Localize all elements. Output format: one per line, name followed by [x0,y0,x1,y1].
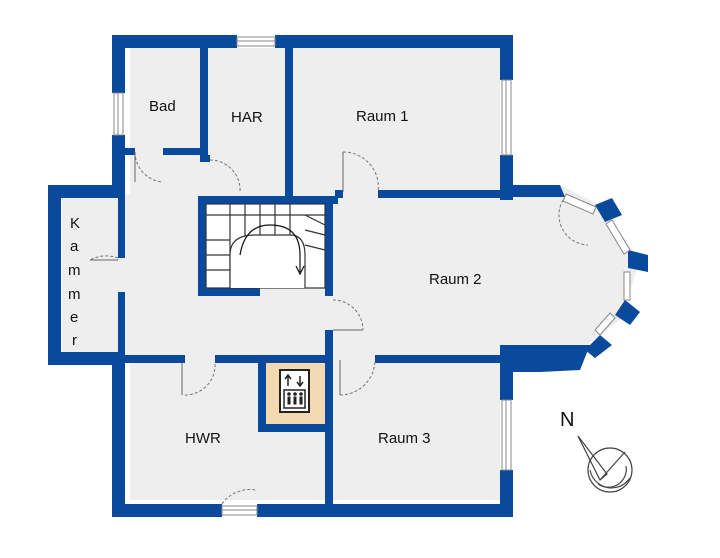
north-label: N [560,409,574,431]
windows [113,36,631,516]
window-bay-1 [562,193,597,215]
room-label-hwr: HWR [185,430,221,447]
floor-areas [62,48,640,500]
window-bay-3 [623,271,631,301]
room-label-har: HAR [231,109,263,126]
inner-walls [118,48,510,508]
room-label-kammer-5: e [70,309,78,326]
staircase [205,203,326,289]
room-label-kammer-1: K [70,215,80,232]
compass-icon [577,435,633,493]
outer-walls [48,35,648,517]
elevator-icon [279,369,310,413]
window-bay-2 [605,219,631,255]
room-label-kammer-3: m [68,262,81,279]
room-label-kammer-4: m [68,286,81,303]
room-label-kammer-6: r [72,332,77,349]
window-bay-4 [594,312,616,336]
room-label-kammer-2: a [70,238,79,255]
room-label-raum2: Raum 2 [429,271,482,288]
doors [89,151,589,505]
elevator [266,363,325,424]
room-label-raum1: Raum 1 [356,108,409,125]
room-label-bad: Bad [149,98,176,115]
compass: N [560,409,633,493]
room-label-raum3: Raum 3 [378,430,431,447]
room-labels: Bad HAR Raum 1 Raum 2 Raum 3 HWR K a m m… [68,98,482,447]
